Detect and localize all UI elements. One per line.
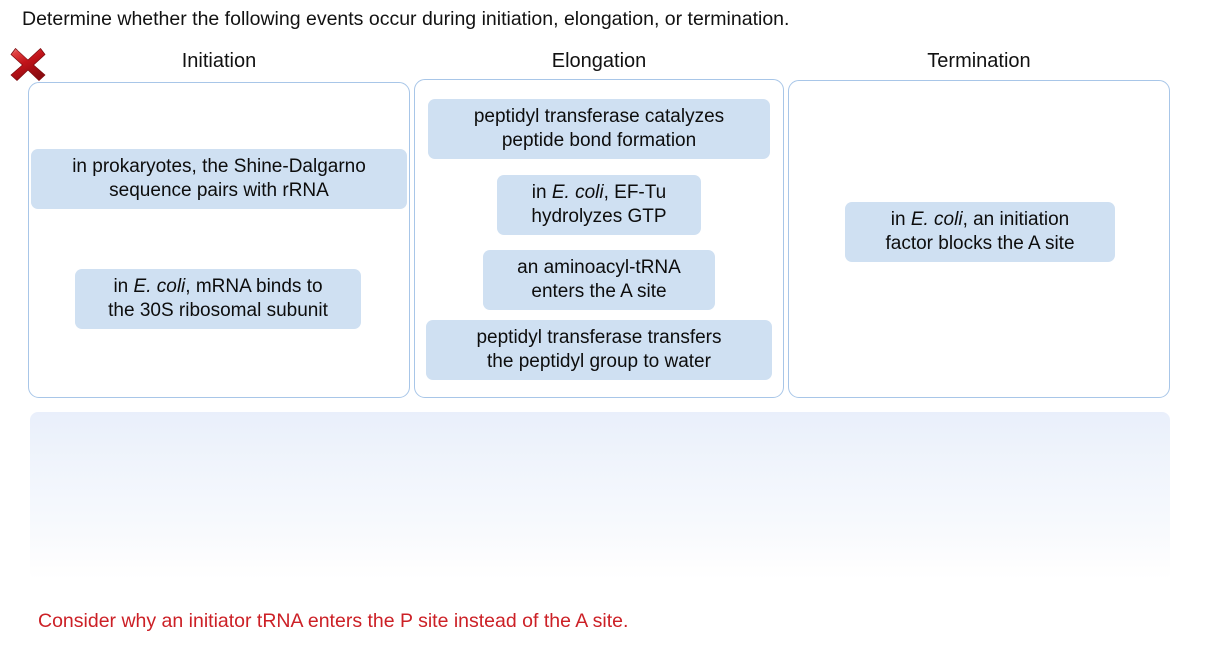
unused-tiles-bank[interactable] [30,412,1170,580]
column-header-initiation: Initiation [181,50,257,72]
question-prompt: Determine whether the following events o… [22,8,790,30]
feedback-hint-text: Consider why an initiator tRNA enters th… [38,610,629,632]
column-header-termination: Termination [927,50,1031,72]
incorrect-x-icon [8,45,48,83]
column-header-elongation: Elongation [551,50,647,72]
